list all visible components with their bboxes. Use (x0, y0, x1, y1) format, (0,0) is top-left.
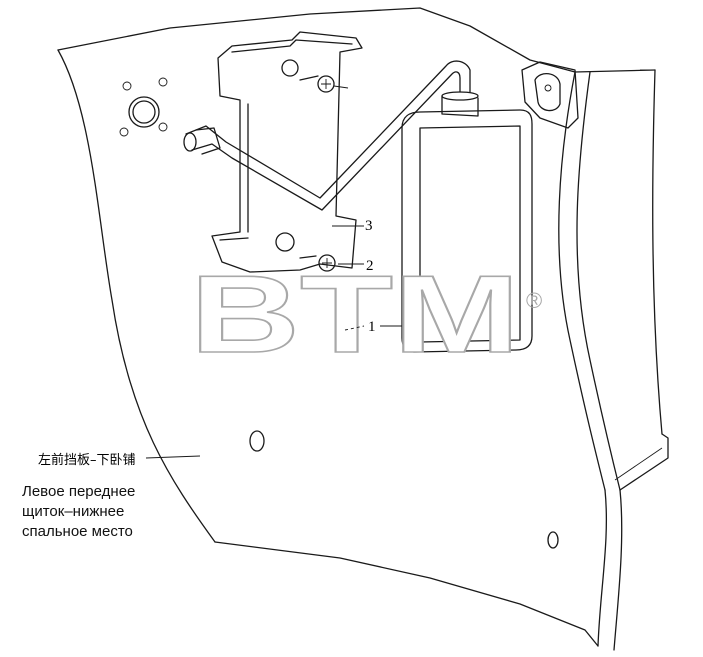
panel-hole-lower-right (547, 531, 559, 549)
watermark-registered: ® (526, 288, 542, 313)
panel-label-russian: Левое переднее щиток–нижнее спальное мес… (22, 482, 135, 542)
module-part-1 (401, 91, 533, 353)
watermark-text: BTM (190, 253, 520, 376)
btm-watermark: BTM ® (189, 252, 542, 377)
callout-1: 1 (368, 319, 376, 335)
panel-label-russian-line: спальное место (22, 523, 133, 540)
panel-hole-lower-left (249, 430, 265, 452)
screw-upper (299, 75, 349, 93)
upper-mounting-bracket (521, 61, 579, 129)
panel-label-russian-line: Левое переднее (22, 483, 136, 500)
callout-3: 3 (365, 218, 373, 234)
panel-label-russian-line: щиток–нижнее (22, 503, 125, 520)
callout-leaders (145, 225, 402, 459)
screw-part-2 (299, 254, 336, 272)
panel-label-chinese: 左前挡板–下卧铺 (38, 452, 136, 468)
grommet (119, 77, 168, 137)
left-front-panel (57, 7, 669, 651)
bracket-part-3 (211, 31, 363, 273)
hose-tube (183, 60, 471, 211)
callout-2: 2 (366, 258, 374, 274)
